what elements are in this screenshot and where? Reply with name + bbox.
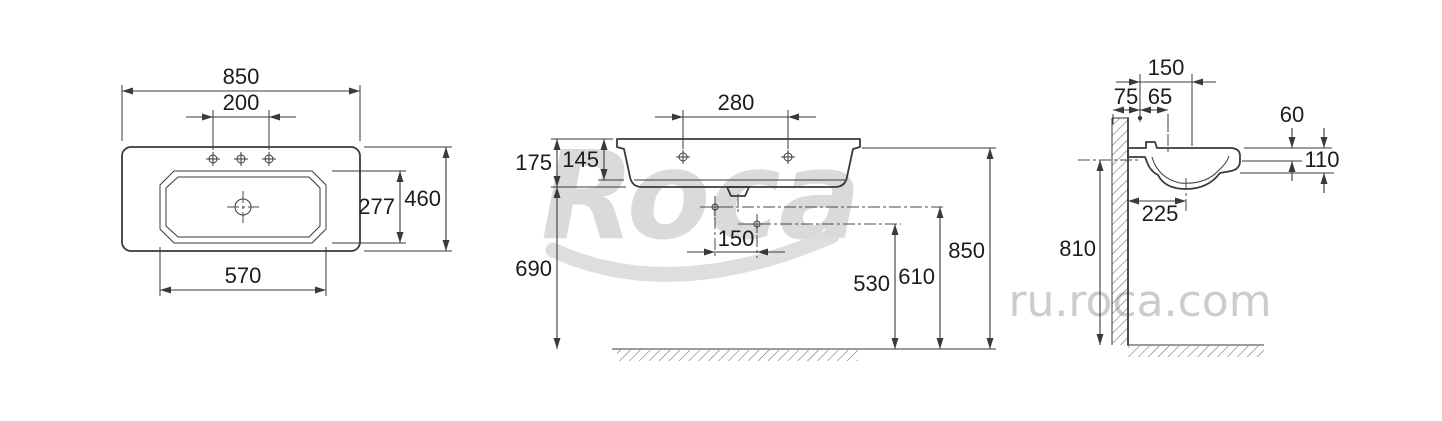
dim-trap-height: 690 [515,187,561,349]
dim-bowl-depth-text: 277 [358,194,395,219]
dim-bowl-width-text: 570 [225,263,262,288]
dim-drain-offset: 150 [687,226,785,256]
dim-front-height: 175 [515,138,626,188]
watermark: Roca ru.roca.com [541,125,1272,327]
dim-overall-depth: 460 [364,146,452,252]
dim-drain-depth-text: 225 [1142,201,1179,226]
dim-inlet-height-text: 610 [898,264,935,289]
floor-front [612,348,996,361]
dim-hole-offset-text: 65 [1148,84,1172,109]
floor-hatch [617,350,858,361]
front-view: 280 175 145 150 [515,90,996,361]
dim-rim-height-text: 850 [948,238,985,263]
dim-bowl-width: 570 [159,247,327,296]
dim-apron-height-text: 145 [562,147,599,172]
basin-front-outline [616,138,861,188]
dim-rim-drop-text: 60 [1280,102,1304,127]
dim-tap-spacing-text: 200 [223,90,260,115]
dim-overall-width-text: 850 [223,64,260,89]
dim-drain-offset-text: 150 [718,226,755,251]
dim-wall-offset-text: 75 [1114,84,1138,109]
dim-tap-spacing-front-text: 280 [718,90,755,115]
dim-apron-height: 145 [562,139,624,181]
dim-supply-height: 530 [853,224,899,349]
dim-overall-width: 850 [121,64,361,141]
dim-rim-height: 850 [862,147,996,349]
dim-drain-depth: 225 [1128,197,1186,226]
dim-overall-depth-text: 460 [404,186,441,211]
dim-holes-to-front-text: 150 [1148,55,1185,80]
dim-supply-height-text: 530 [853,271,890,296]
dim-inlet-height: 610 [898,207,944,349]
dim-holes-to-front: 150 [1116,55,1216,146]
floor-side [1128,344,1264,357]
dim-tap-spacing-front: 280 [655,90,816,149]
dim-trap-height-text: 690 [515,256,552,281]
dim-edge-height-text: 110 [1304,147,1339,172]
watermark-site: ru.roca.com [1008,276,1271,327]
watermark-swoosh-icon [545,228,840,282]
dim-edge-height: 110 [1240,128,1340,193]
tap-hole-markers-front [676,150,795,164]
drain-stub [726,186,750,197]
dim-tap-spacing: 200 [186,90,296,150]
side-view: 150 75 65 60 110 225 [1059,55,1340,357]
plan-view: 850 200 277 460 570 [121,64,452,296]
dim-bowl-depth: 277 [332,170,406,244]
bowl-section-line [1151,155,1230,184]
dim-mounting-height: 810 [1059,160,1104,345]
wall-section [1111,117,1129,346]
basin-outer-edge [121,146,361,252]
drain-marker [227,191,259,223]
dim-front-height-text: 175 [515,150,552,175]
dim-mounting-height-text: 810 [1059,236,1096,261]
tap-hole-markers [206,152,276,166]
bowl-inner-contour [165,176,321,238]
dim-rim-drop: 60 [1242,102,1332,181]
connection-points [700,194,946,258]
wall-hatch [1112,118,1128,345]
bowl-outer-contour [159,170,327,244]
floor-hatch-side [1128,346,1264,357]
basin-side-profile [1127,141,1241,190]
watermark-logo: Roca [541,125,859,267]
dim-wall-offset: 75 65 [1112,84,1172,132]
